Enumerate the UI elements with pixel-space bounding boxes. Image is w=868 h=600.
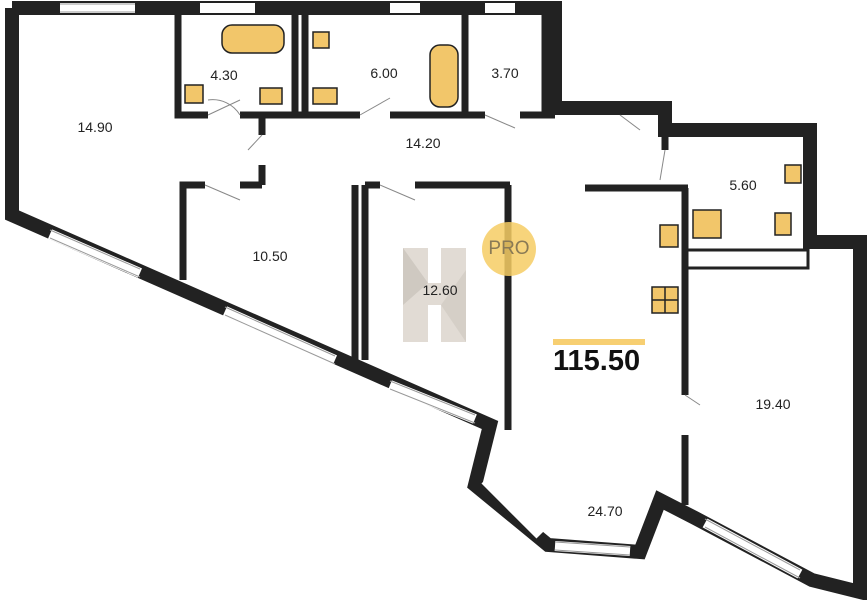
logo-watermark — [403, 248, 466, 342]
room-area-label: 10.50 — [252, 248, 288, 264]
sink-icon — [659, 224, 679, 248]
bathtub-icon — [429, 44, 459, 108]
room-area-label: 6.00 — [370, 65, 398, 81]
fixtures — [184, 24, 802, 314]
room-area-label: 12.60 — [422, 282, 458, 298]
toilet-icon — [774, 212, 792, 236]
total-area-accent-bar — [553, 339, 645, 345]
room-area-label: 5.60 — [729, 177, 757, 193]
room-area-label: 14.20 — [405, 135, 441, 151]
outer-walls — [5, 1, 867, 600]
sink-icon — [184, 84, 204, 104]
room-area-label: 24.70 — [587, 503, 623, 519]
stove-icon — [651, 286, 679, 314]
bathtub-icon — [221, 24, 285, 54]
sink-icon — [312, 31, 330, 49]
room-area-label: 14.90 — [77, 119, 113, 135]
pro-badge: PRO — [482, 222, 536, 276]
window-frames — [49, 3, 801, 579]
toilet-icon — [312, 87, 338, 105]
room-area-label: 19.40 — [755, 396, 791, 412]
sink-icon — [784, 164, 802, 184]
windows — [48, 3, 803, 579]
room-area-label: 3.70 — [491, 65, 519, 81]
shower-icon — [692, 209, 722, 239]
doors — [204, 97, 701, 406]
room-area-label: 4.30 — [210, 67, 238, 83]
total-area: 115.50 — [553, 345, 641, 377]
toilet-icon — [259, 87, 283, 105]
